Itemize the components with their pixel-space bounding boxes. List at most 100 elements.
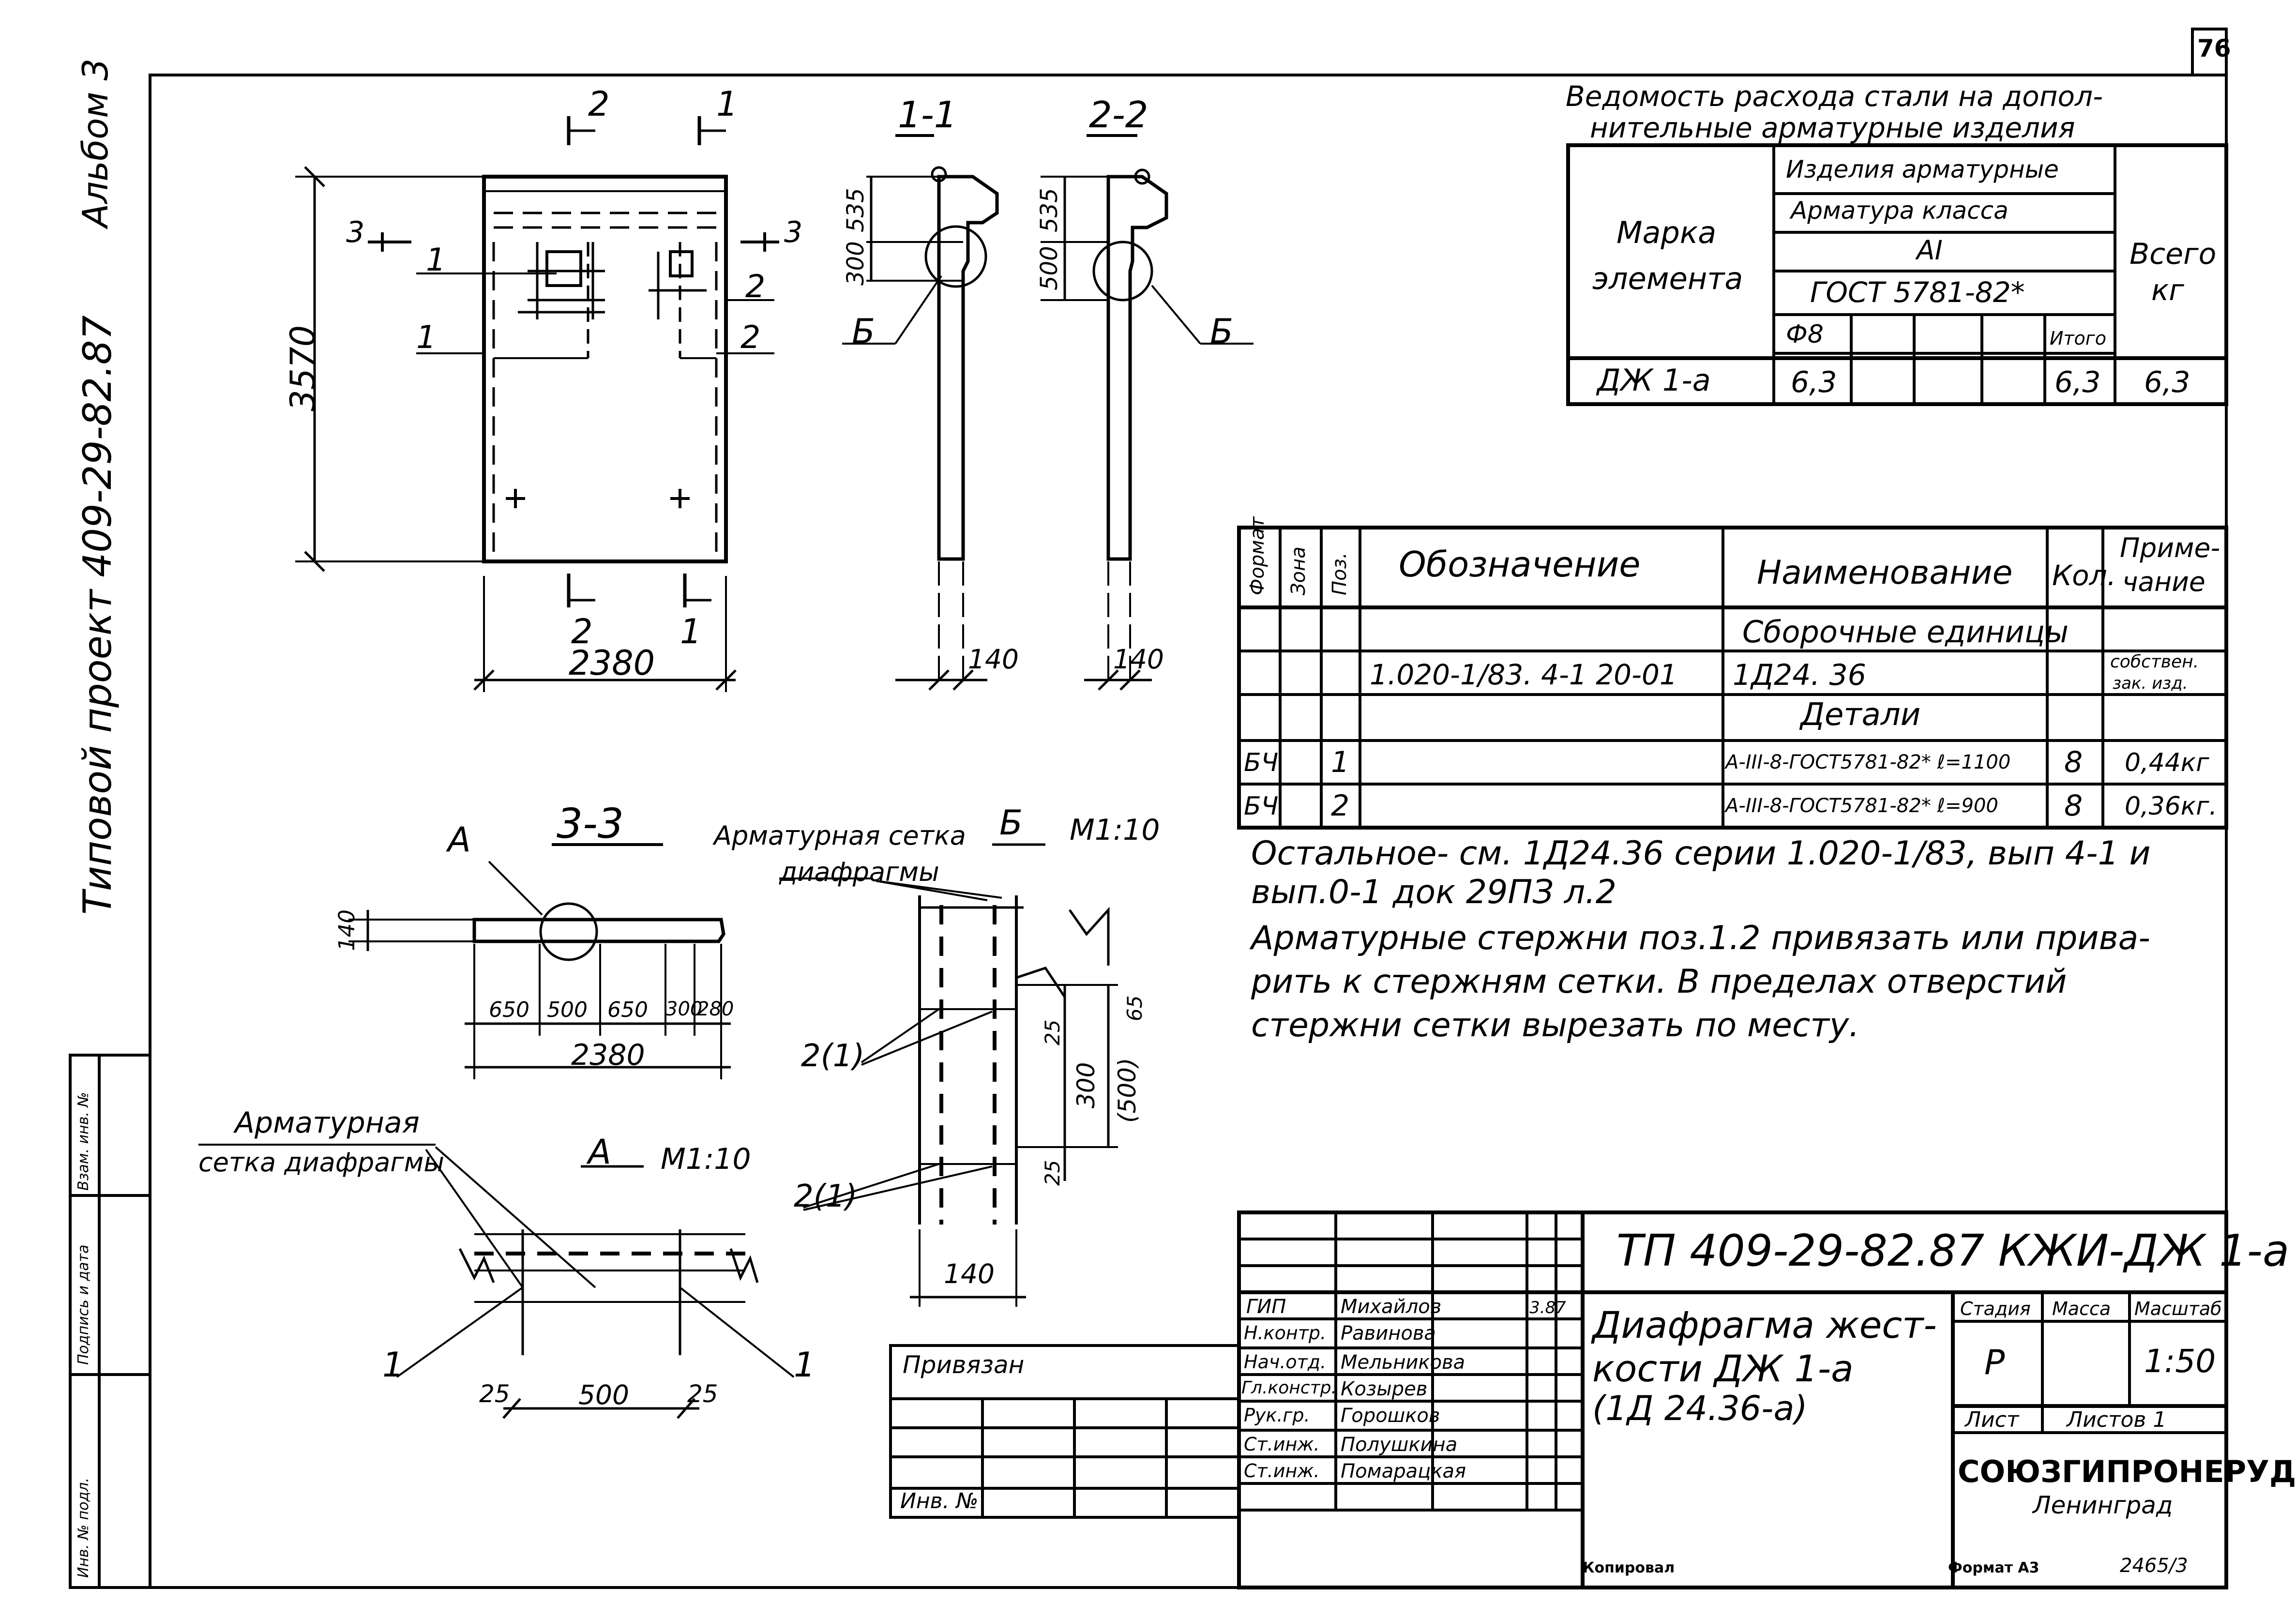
signer-name-3: Мельникова xyxy=(1341,1351,1465,1374)
signer-role-1: ГИП xyxy=(1246,1296,1286,1318)
spec-section-assembly: Сборочные единицы xyxy=(1742,614,2069,650)
s22-dim-thickness: 140 xyxy=(1113,644,1164,675)
stage-label: Стадия xyxy=(1960,1298,2031,1319)
inv-label: Инв. № xyxy=(900,1489,979,1513)
signer-name-5: Горошков xyxy=(1341,1405,1440,1427)
steel-table-title-2: нительные арматурные изделия xyxy=(1590,111,2075,144)
s11-dim-top: 535 xyxy=(842,188,869,232)
s33-dim-300: 300 xyxy=(665,998,703,1020)
plan-height-dim: 3570 xyxy=(283,325,323,411)
stage-value: Р xyxy=(1984,1343,2005,1382)
section3-mark-right: 3 xyxy=(784,215,803,249)
spec-assembly-note-1: собствен. xyxy=(2110,652,2199,672)
spec-hdr-zone: Зона xyxy=(1287,546,1310,595)
detail-b-dim-500: (500) xyxy=(1113,1058,1141,1123)
steel-hdr-dia: Ф8 xyxy=(1786,320,1824,349)
spec-hdr-pos: Поз. xyxy=(1329,552,1351,595)
s33-dim-650a: 650 xyxy=(489,998,529,1022)
plan-width-dim: 2380 xyxy=(569,643,655,683)
signer-name-4: Козырев xyxy=(1341,1378,1428,1400)
note-line-5: стержни сетки вырезать по месту. xyxy=(1251,1006,1859,1044)
detail-a-dim-25a: 25 xyxy=(479,1380,510,1408)
detail-b-dim-300: 300 xyxy=(1072,1062,1100,1108)
signer-role-5: Рук.гр. xyxy=(1244,1405,1310,1426)
note-line-1: Остальное- см. 1Д24.36 серии 1.020-1/83,… xyxy=(1251,834,2151,873)
steel-hdr-class-name: AI xyxy=(1917,235,1943,266)
steel-hdr-gost: ГОСТ 5781-82* xyxy=(1810,276,2025,309)
note-line-4: рить к стержням сетки. В пределах отверс… xyxy=(1251,963,2067,1001)
detail-a-title: А xyxy=(588,1132,611,1172)
note-line-3: Арматурные стержни поз.1.2 привязать или… xyxy=(1251,919,2150,957)
steel-row-mark: ДЖ 1-а xyxy=(1597,363,1711,398)
s33-total: 2380 xyxy=(571,1038,645,1072)
signer-name-2: Равинова xyxy=(1341,1322,1436,1345)
cut-label-bottom-right: 1 xyxy=(680,612,702,651)
steel-table-title-1: Ведомость расхода стали на допол- xyxy=(1566,80,2103,113)
s33-callout: А xyxy=(448,820,471,860)
s11-callout: Б xyxy=(852,312,876,351)
detail-b-title: Б xyxy=(999,803,1023,843)
detail-b-dim-25b: 25 xyxy=(1041,1160,1064,1186)
spec-assembly-note-2: зак. изд. xyxy=(2113,674,2188,693)
cut-label-top-left: 2 xyxy=(588,84,610,124)
s33-dim-500: 500 xyxy=(547,998,588,1022)
detail-a-dim-500: 500 xyxy=(578,1379,629,1410)
stamp-cell-inv: Инв. № подл. xyxy=(75,1478,92,1578)
spec-assembly-designation: 1.020-1/83. 4-1 20-01 xyxy=(1370,658,1677,691)
cut-label-top-right: 1 xyxy=(716,84,738,124)
mark-l2: 1 xyxy=(416,319,437,356)
org-city: Ленинград xyxy=(2033,1491,2173,1519)
detail-a-mesh-label-1: Арматурная xyxy=(235,1106,420,1140)
spec-assembly-name: 1Д24. 36 xyxy=(1733,658,1866,692)
album-label: Альбом 3 xyxy=(75,58,116,227)
mark-r2: 2 xyxy=(740,319,761,356)
spec-row2-note: 0,36кг. xyxy=(2125,792,2218,821)
steel-hdr-all-1: Всего xyxy=(2130,237,2217,271)
s22-dim-mid: 500 xyxy=(1036,246,1063,290)
section-2-2-title: 2-2 xyxy=(1089,93,1148,136)
s33-dim-height: 140 xyxy=(334,909,360,951)
signer-role-6: Ст.инж. xyxy=(1244,1434,1320,1455)
s22-callout: Б xyxy=(1210,312,1234,351)
note-line-2: вып.0-1 док 29ПЗ л.2 xyxy=(1251,873,1617,911)
detail-b-dim-25a: 25 xyxy=(1041,1019,1064,1045)
s11-dim-thickness: 140 xyxy=(968,644,1019,675)
spec-row2-pos: 2 xyxy=(1331,789,1350,823)
doc-title-line-2: кости ДЖ 1-а xyxy=(1592,1347,1854,1390)
stamp-cell-replace: Взам. инв. № xyxy=(75,1092,92,1191)
cut-label-bottom-left: 2 xyxy=(571,612,593,651)
binding-label: Привязан xyxy=(903,1351,1025,1379)
spec-row1-note: 0,44кг xyxy=(2125,748,2209,777)
s22-dim-top: 535 xyxy=(1036,188,1063,232)
project-label: Типовой проект 409-29-82.87 xyxy=(75,315,120,915)
signer-role-4: Гл.констр. xyxy=(1241,1378,1337,1398)
steel-row-d8: 6,3 xyxy=(1791,365,1837,399)
spec-row2-qty: 8 xyxy=(2064,789,2083,823)
detail-b-mesh-label-2: диафрагмы xyxy=(779,857,939,887)
steel-col-mark-2: элемента xyxy=(1592,261,1743,296)
section3-mark-left: 3 xyxy=(346,215,365,249)
detail-a-pos-left: 1 xyxy=(382,1345,404,1385)
spec-row1-pos: 1 xyxy=(1331,745,1350,779)
spec-hdr-format: Формат xyxy=(1246,516,1269,595)
steel-hdr-class: Арматура класса xyxy=(1791,197,2009,225)
signer-role-7: Ст.инж. xyxy=(1244,1460,1320,1482)
s11-dim-mid: 300 xyxy=(842,241,869,286)
mark-r1: 2 xyxy=(745,269,766,305)
section-3-3-title: 3-3 xyxy=(557,800,624,848)
title-date-mark: 3.87 xyxy=(1529,1298,1566,1317)
footer-code: 2465/3 xyxy=(2120,1555,2188,1577)
spec-row2-format: БЧ xyxy=(1244,792,1279,821)
spec-hdr-note-1: Приме- xyxy=(2120,532,2220,563)
spec-row1-format: БЧ xyxy=(1244,748,1279,777)
doc-title-line-3: (1Д 24.36-а) xyxy=(1592,1389,1808,1428)
stamp-cell-sign: Подпись и дата xyxy=(75,1244,92,1365)
spec-hdr-qty: Кол. xyxy=(2052,559,2116,592)
steel-hdr-all-2: кг xyxy=(2151,273,2184,307)
signer-role-3: Нач.отд. xyxy=(1244,1351,1327,1373)
spec-row1-name: А-III-8-ГОСТ5781-82* ℓ=1100 xyxy=(1725,751,2011,773)
detail-a-dim-25b: 25 xyxy=(687,1380,718,1408)
spec-hdr-name: Наименование xyxy=(1757,554,2013,592)
spec-hdr-designation: Обозначение xyxy=(1399,544,1641,585)
